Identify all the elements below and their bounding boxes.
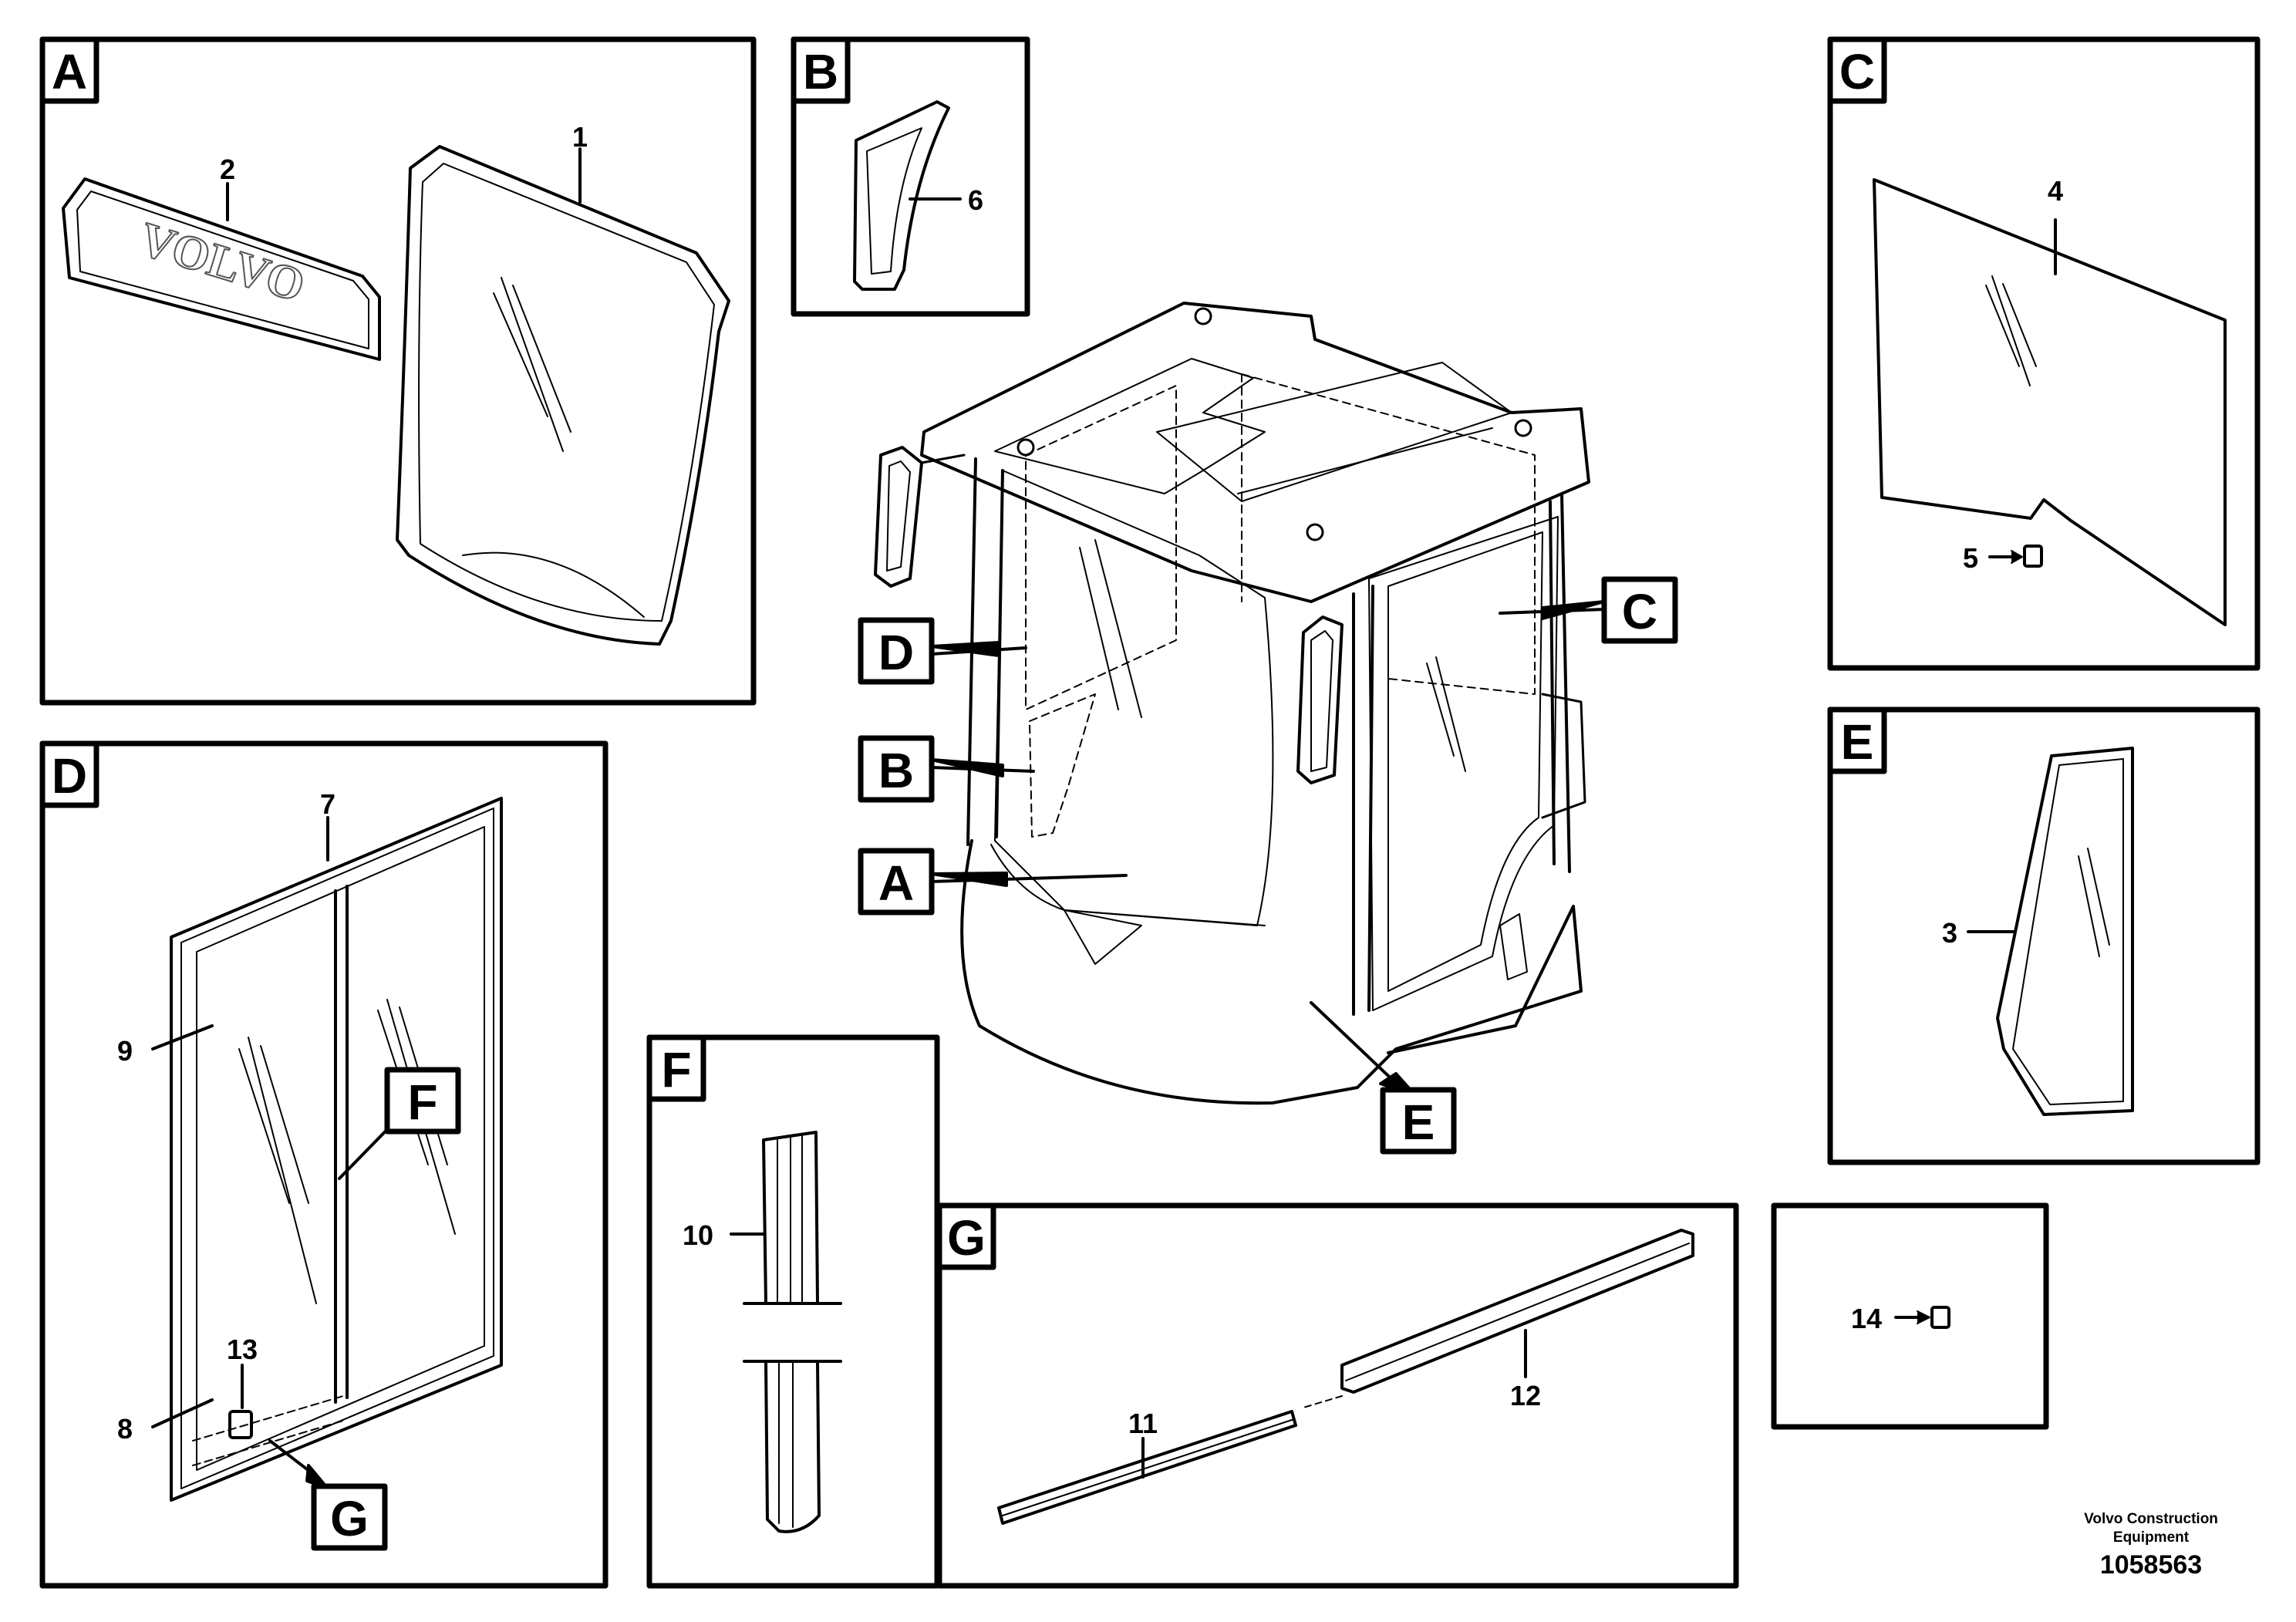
- detail-callout-g: G: [330, 1491, 369, 1546]
- cab-callout-d-box: [858, 617, 935, 685]
- callout-f-box: [384, 1067, 461, 1135]
- panel-label-g: G: [947, 1210, 986, 1266]
- part-number-9: 9: [117, 1035, 133, 1067]
- windshield-glass: [396, 145, 730, 646]
- latch-13: [228, 1410, 253, 1439]
- detail-callout-f: F: [407, 1074, 437, 1130]
- volvo-decal: VOLVO: [62, 177, 381, 361]
- part-number-6: 6: [968, 184, 983, 216]
- rear-glass: [1873, 178, 2227, 626]
- part-number-10: 10: [683, 1219, 713, 1251]
- callout-g-box: [311, 1483, 388, 1551]
- cab-callout-b-box: [858, 735, 935, 803]
- panel-label-e: E: [1841, 714, 1874, 770]
- panel-label-f: F: [661, 1042, 691, 1098]
- cab-callout-b: B: [878, 743, 914, 798]
- cab-callout-c: C: [1622, 584, 1657, 639]
- cab-callout-a-box: [858, 848, 935, 916]
- panel-g: [936, 1202, 1739, 1589]
- panel-d: [39, 740, 609, 1589]
- part-number-13: 13: [227, 1334, 258, 1365]
- rail-11: [997, 1410, 1297, 1525]
- panel-e: [1827, 706, 2261, 1165]
- clip-5: [2023, 545, 2043, 568]
- cab-callout-e: E: [1402, 1094, 1435, 1150]
- panel-a: VOLVO: [39, 36, 757, 706]
- cab-callout-c-box: [1601, 576, 1678, 644]
- seal-strip: [743, 1131, 842, 1533]
- part-number-4: 4: [2048, 175, 2063, 207]
- part-number-7: 7: [320, 788, 335, 820]
- cab-callout-e-box: [1380, 1087, 1457, 1155]
- part-number-8: 8: [117, 1413, 133, 1445]
- footer-drawing-number: 1058563: [2099, 1550, 2203, 1580]
- panel-label-b: B: [803, 44, 838, 99]
- part-number-5: 5: [1963, 542, 1978, 574]
- cab-assembly: [874, 302, 1590, 1105]
- door-glass: [1996, 747, 2134, 1116]
- part-number-2: 2: [220, 153, 235, 185]
- cab-callout-a: A: [878, 855, 914, 911]
- panel-label-a: A: [52, 44, 87, 99]
- cab-callout-d: D: [878, 625, 914, 680]
- part-number-11: 11: [1128, 1408, 1158, 1439]
- clip-14: [1930, 1306, 1950, 1329]
- cab-leaders: [930, 600, 1606, 1103]
- panel-14: [1771, 1202, 2049, 1430]
- panel-label-d: D: [52, 748, 87, 804]
- rail-12: [1340, 1229, 1694, 1394]
- panel-c: [1827, 36, 2261, 671]
- part-number-12: 12: [1510, 1380, 1541, 1411]
- sliding-window: [170, 797, 503, 1502]
- quarter-glass: [853, 100, 950, 291]
- panel-f: [646, 1034, 940, 1589]
- part-number-14: 14: [1851, 1303, 1882, 1334]
- panel-label-c: C: [1839, 44, 1875, 99]
- part-number-1: 1: [572, 121, 588, 153]
- part-number-3: 3: [1942, 917, 1957, 949]
- footer-company: Volvo Construction Equipment: [2084, 1511, 2218, 1546]
- panel-b: [791, 36, 1030, 317]
